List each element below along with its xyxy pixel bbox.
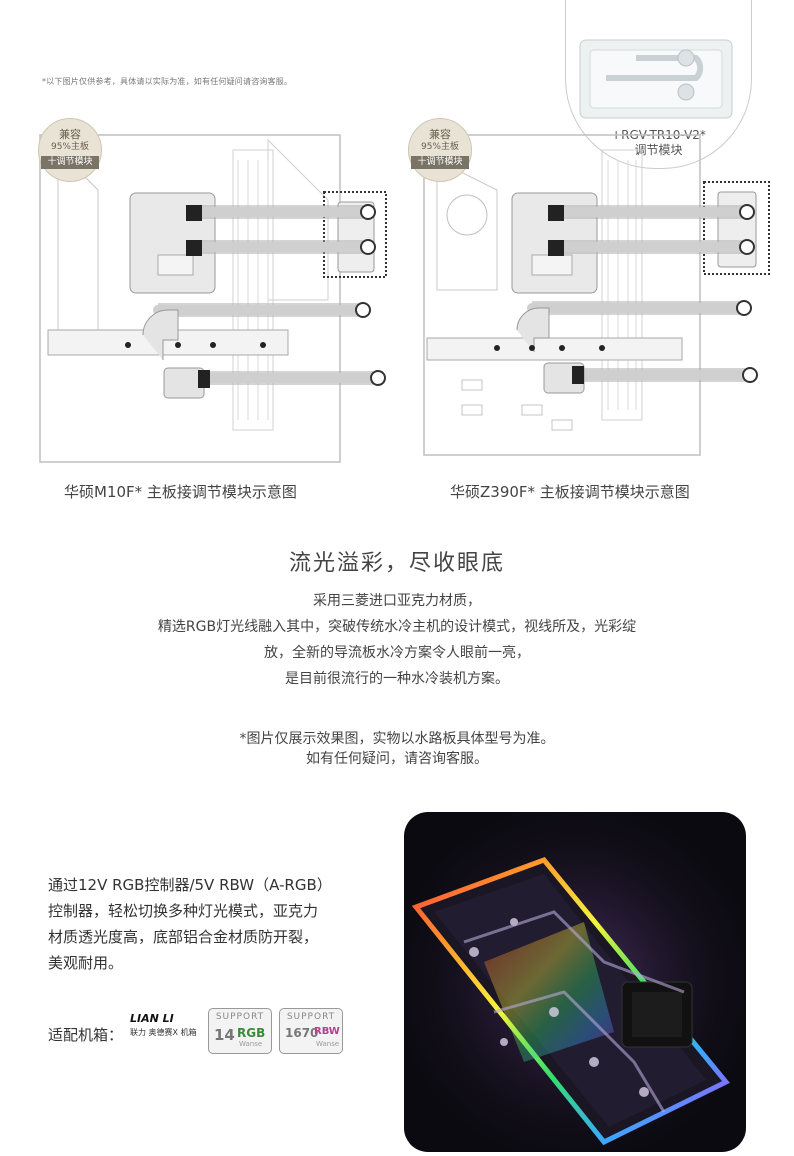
lian-li-case-name: 联力 奥德赛X 机箱 bbox=[130, 1028, 197, 1037]
note-line: 如有任何疑问，请咨询客服。 bbox=[306, 751, 488, 767]
lian-li-brand: LIAN LI 联力 奥德赛X 机箱 bbox=[130, 1012, 206, 1038]
effect-note: *图片仅展示效果图，实物以水路板具体型号为准。 如有任何疑问，请咨询客服。 bbox=[0, 729, 794, 769]
paragraph-line: 精选RGB灯光线融入其中，突破传统水冷主机的设计模式，视线所及，光彩绽 bbox=[157, 619, 637, 635]
product-photo bbox=[404, 812, 746, 1152]
badge-line3: 十调节模块 bbox=[41, 156, 99, 169]
adjust-module-illustration bbox=[579, 39, 733, 119]
motherboard-diagram-left bbox=[39, 134, 387, 463]
support-number: 14 bbox=[214, 1026, 235, 1044]
support-rgb-text: RGB bbox=[237, 1026, 266, 1040]
support-label: SUPPORT bbox=[286, 1012, 336, 1022]
section-headline: 流光溢彩，尽收眼底 bbox=[288, 551, 505, 576]
feature-line: 控制器，轻松切换多种灯光模式，亚克力 bbox=[48, 902, 319, 920]
feature-description: 通过12V RGB控制器/5V RBW（A-RGB） 控制器，轻松切换多种灯光模… bbox=[48, 872, 388, 976]
caption-left: 华硕M10F* 主板接调节模块示意图 bbox=[64, 483, 297, 501]
badge-line3: 十调节模块 bbox=[411, 156, 469, 169]
feature-line: 通过12V RGB控制器/5V RBW（A-RGB） bbox=[48, 876, 332, 894]
lian-li-logo: LIAN LI bbox=[130, 1012, 174, 1025]
paragraph-line: 放，全新的导流板水冷方案令人眼前一亮， bbox=[264, 645, 530, 661]
compatible-case-label: 适配机箱： bbox=[48, 1026, 124, 1044]
support-brand: Wanse bbox=[239, 1040, 263, 1048]
compatibility-badge-left: 兼容 95%主板 十调节模块 bbox=[38, 118, 102, 182]
description-paragraph: 采用三菱进口亚克力材质， 精选RGB灯光线融入其中，突破传统水冷主机的设计模式，… bbox=[0, 588, 794, 692]
badge-line1: 兼容 bbox=[59, 128, 81, 141]
badge-line1: 兼容 bbox=[429, 128, 451, 141]
note-line: *图片仅展示效果图，实物以水路板具体型号为准。 bbox=[239, 731, 555, 747]
badge-line2: 95%主板 bbox=[50, 142, 89, 152]
motherboard-diagram-right bbox=[423, 134, 770, 456]
feature-line: 美观耐用。 bbox=[48, 954, 124, 972]
module-callout-label: 调节模块 bbox=[634, 143, 683, 157]
module-callout: +RGV-TR10-V2* 调节模块 bbox=[565, 0, 752, 169]
support-rbw-text: RBW bbox=[314, 1026, 340, 1037]
support-number: 1670 bbox=[285, 1026, 319, 1040]
paragraph-line: 采用三菱进口亚克力材质， bbox=[313, 593, 481, 609]
support-badge-rbw: SUPPORT 1670 RBW Wanse bbox=[279, 1008, 343, 1054]
support-label: SUPPORT bbox=[215, 1012, 265, 1022]
compatibility-badge-right: 兼容 95%主板 十调节模块 bbox=[408, 118, 472, 182]
badge-line2: 95%主板 bbox=[420, 142, 459, 152]
support-badge-rgb: SUPPORT 14 RGB Wanse bbox=[208, 1008, 272, 1054]
support-brand: Wanse bbox=[316, 1040, 340, 1048]
caption-right: 华硕Z390F* 主板接调节模块示意图 bbox=[450, 483, 690, 501]
rgb-distro-plate-illustration bbox=[404, 812, 746, 1152]
feature-line: 材质透光度高，底部铝合金材质防开裂， bbox=[48, 928, 319, 946]
disclaimer-note: *以下图片仅供参考，具体请以实际为准，如有任何疑问请咨询客服。 bbox=[42, 77, 293, 86]
paragraph-line: 是目前很流行的一种水冷装机方案。 bbox=[285, 671, 509, 687]
